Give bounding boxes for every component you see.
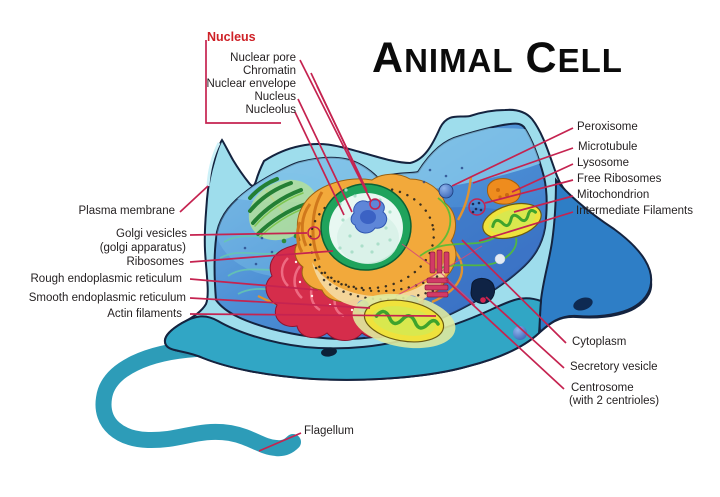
leader-ribosomes <box>189 250 334 263</box>
page-title: ANIMAL CELL <box>372 36 623 90</box>
body-vesicle-dot <box>321 347 337 357</box>
leader-golgi-vesicles <box>189 232 308 236</box>
label-flagellum: Flagellum <box>304 425 354 437</box>
label-lysosome: Lysosome <box>577 157 629 169</box>
label-secretory-vesicle: Secretory vesicle <box>570 361 658 373</box>
leader-mitochondrion <box>513 195 574 213</box>
leader-smooth-er <box>189 297 371 309</box>
free-ribosomes-shape <box>468 198 486 216</box>
leader-actin-filaments <box>189 313 437 317</box>
leader-cytoplasm <box>461 239 567 344</box>
microtubule-shape <box>431 176 473 304</box>
label-actin-filaments: Actin filaments <box>107 308 182 320</box>
leader-microtubule <box>472 147 574 184</box>
vesicle-sphere <box>513 326 527 340</box>
leader-rough-er <box>189 278 319 291</box>
nuclear-pore-marker <box>369 198 381 210</box>
label-golgi-vesicles: Golgi vesicles <box>116 228 187 240</box>
title-initial-1: A <box>372 34 405 82</box>
label-golgi-apparatus-sub: (golgi apparatus) <box>99 242 186 254</box>
leader-free-ribosomes <box>484 179 574 204</box>
vesicle-sphere-light <box>494 253 506 265</box>
cytoplasm-speckles <box>243 166 464 266</box>
label-nucleolus: Nucleolus <box>245 104 297 116</box>
cell-right-lobe <box>538 177 653 335</box>
label-ribosomes: Ribosomes <box>126 256 184 268</box>
label-centrosome: Centrosome <box>571 382 634 394</box>
golgi-vesicles-marker <box>307 226 321 240</box>
leader-lysosome <box>511 163 574 193</box>
flagellum-shape <box>95 341 301 457</box>
label-centrosome-sub: (with 2 centrioles) <box>569 395 660 407</box>
leader-secretory-vesicle <box>485 296 565 369</box>
nucleus-shape <box>294 173 457 310</box>
leader-peroxisome <box>451 127 574 187</box>
label-nuclear-pore: Nuclear pore <box>230 52 296 64</box>
envelope-folds <box>296 191 324 261</box>
label-intermediate-filaments: Intermediate Filaments <box>576 205 693 217</box>
label-rough-endoplasmic-reticulum: Rough endoplasmic reticulum <box>30 273 183 285</box>
title-rest-1: NIMAL <box>404 42 514 79</box>
leader-intermediate-filaments <box>478 211 574 242</box>
label-peroxisome: Peroxisome <box>577 121 638 133</box>
title-initial-2: C <box>525 34 558 82</box>
secretory-vesicle-shape <box>470 277 496 304</box>
centrosome-shape <box>395 243 483 306</box>
lysosome-shape <box>486 178 521 205</box>
label-smooth-endoplasmic-reticulum: Smooth endoplasmic reticulum <box>28 292 186 304</box>
leader-flagellum <box>258 432 302 452</box>
nucleus-group-header: Nucleus <box>207 30 256 44</box>
leader-nucleus <box>297 98 353 213</box>
label-cytoplasm: Cytoplasm <box>572 336 627 348</box>
peroxisome-shape <box>438 183 454 199</box>
lobe-vesicle-dot <box>573 297 593 311</box>
leader-nucleolus <box>294 111 345 216</box>
membrane-fold-highlight <box>206 142 221 187</box>
label-chromatin: Chromatin <box>242 65 296 77</box>
label-free-ribosomes: Free Ribosomes <box>577 173 662 185</box>
label-microtubule: Microtubule <box>578 141 638 153</box>
cell-bottom-body <box>164 297 543 381</box>
leader-lines <box>179 40 574 452</box>
leader-plasma-membrane <box>179 185 209 213</box>
label-mitochondrion: Mitochondrion <box>577 189 650 201</box>
label-plasma-membrane: Plasma membrane <box>78 205 175 217</box>
title-rest-2: ELL <box>557 42 623 79</box>
leader-nuclear-envelope <box>316 85 362 179</box>
leader-nuclear-pore <box>299 59 372 202</box>
leader-centrosome <box>445 279 565 390</box>
label-nuclear-envelope: Nuclear envelope <box>206 78 296 90</box>
label-nucleus: Nucleus <box>254 91 296 103</box>
nucleus-bracket <box>205 40 281 124</box>
